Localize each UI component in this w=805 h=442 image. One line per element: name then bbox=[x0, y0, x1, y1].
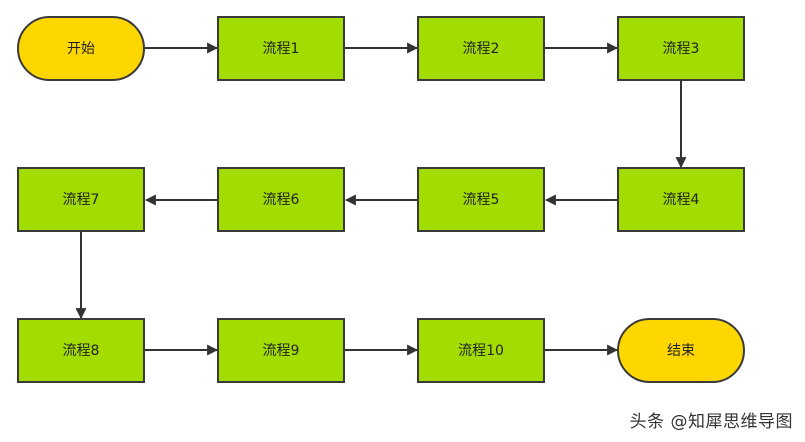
node-process-6: 流程6 bbox=[217, 167, 345, 232]
node-process-2: 流程2 bbox=[417, 16, 545, 81]
node-process-1-label: 流程1 bbox=[263, 41, 300, 57]
node-process-10-label: 流程10 bbox=[458, 343, 504, 359]
node-process-8-label: 流程8 bbox=[63, 343, 100, 359]
node-process-5: 流程5 bbox=[417, 167, 545, 232]
node-process-9-label: 流程9 bbox=[263, 343, 300, 359]
node-process-7: 流程7 bbox=[17, 167, 145, 232]
node-start: 开始 bbox=[17, 16, 145, 81]
watermark-text: 头条 @知犀思维导图 bbox=[629, 412, 793, 432]
node-process-2-label: 流程2 bbox=[463, 41, 500, 57]
node-process-7-label: 流程7 bbox=[63, 192, 100, 208]
node-end-label: 结束 bbox=[667, 343, 695, 359]
node-process-4-label: 流程4 bbox=[663, 192, 700, 208]
connectors bbox=[75, 42, 687, 356]
node-process-8: 流程8 bbox=[17, 318, 145, 383]
node-process-1: 流程1 bbox=[217, 16, 345, 81]
node-process-5-label: 流程5 bbox=[463, 192, 500, 208]
node-process-3-label: 流程3 bbox=[663, 41, 700, 57]
node-process-3: 流程3 bbox=[617, 16, 745, 81]
node-end: 结束 bbox=[617, 318, 745, 383]
node-process-4: 流程4 bbox=[617, 167, 745, 232]
node-process-6-label: 流程6 bbox=[263, 192, 300, 208]
node-process-10: 流程10 bbox=[417, 318, 545, 383]
node-start-label: 开始 bbox=[67, 41, 95, 57]
node-process-9: 流程9 bbox=[217, 318, 345, 383]
